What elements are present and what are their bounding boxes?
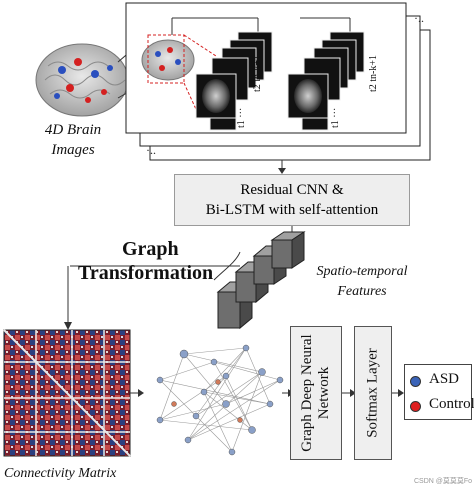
frame-label-b: t1 ···	[236, 107, 247, 128]
cnn-label-line2: Bi-LSTM with self-attention	[205, 202, 379, 218]
svg-text:·..: ·..	[414, 11, 424, 25]
cnn-lstm-box: Residual CNN & Bi-LSTM with self-attenti…	[174, 174, 410, 226]
mri-stack-left	[195, 31, 273, 131]
features-label: Spatio-temporal Features	[312, 262, 412, 302]
features-line1: Spatio-temporal	[316, 264, 408, 279]
frame-label-d: t1 ···	[330, 107, 341, 128]
brain-image-small	[141, 34, 195, 84]
frame-label-c: t2 tn-k+1	[368, 54, 379, 92]
asd-label: ASD	[429, 371, 460, 387]
gdnn-box: Graph Deep Neural Network	[290, 326, 342, 460]
graph-network	[159, 347, 281, 453]
gdnn-label: Graph Deep Neural Network	[299, 334, 332, 452]
graph-title-line2: Transformation	[78, 262, 214, 284]
graph-title-line1: Graph	[122, 238, 179, 260]
input-title: 4D Brain Images	[44, 122, 102, 158]
asd-dot	[410, 376, 421, 387]
svg-text:·..: ·..	[146, 143, 156, 157]
conn-matrix-label: Connectivity Matrix	[4, 466, 117, 481]
softmax-box: Softmax Layer	[354, 326, 392, 460]
softmax-label: Softmax Layer	[364, 348, 381, 438]
features-line2: Features	[337, 284, 387, 299]
frame-label-a: t2 tn-k+1	[252, 54, 263, 92]
control-label: Control	[429, 396, 474, 412]
class-legend: ASD Control	[404, 364, 474, 420]
watermark: CSDN @莫莫莫Fo	[414, 478, 473, 485]
connectivity-matrix	[3, 329, 131, 457]
brain-image-large	[35, 43, 129, 117]
feature-cubes	[216, 231, 306, 330]
mri-stack-right	[287, 31, 365, 131]
control-dot	[410, 401, 421, 412]
cnn-label-line1: Residual CNN &	[240, 182, 344, 198]
